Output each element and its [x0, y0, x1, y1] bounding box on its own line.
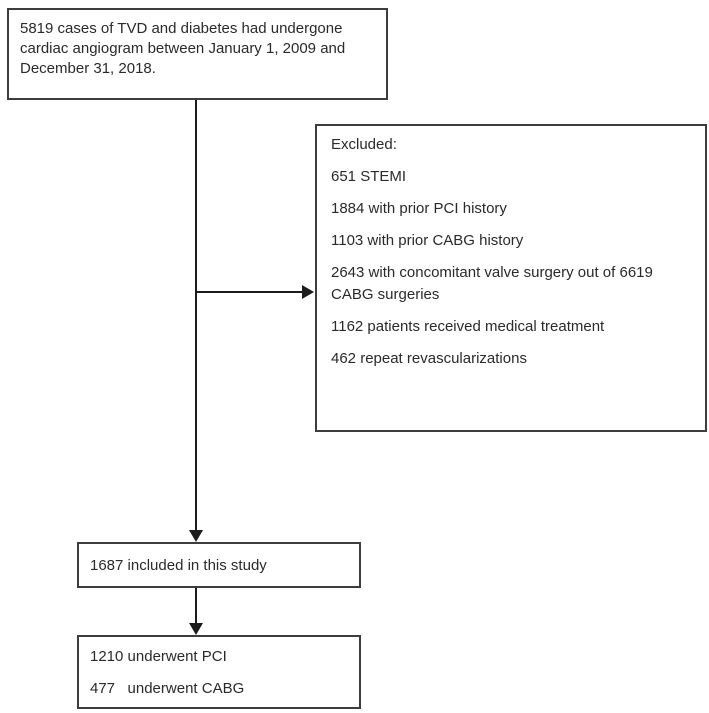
excluded-item-stemi: 651 STEMI — [331, 168, 407, 185]
arrowhead-down-included-icon — [189, 530, 203, 542]
excluded-item-prior-pci: 1884 with prior PCI history — [331, 200, 507, 217]
included-box: 1687 included in this study — [77, 542, 361, 588]
study-population-box: 5819 cases of TVD and diabetes had under… — [7, 8, 388, 100]
excluded-box: Excluded: 651 STEMI 1884 with prior PCI … — [315, 124, 707, 432]
study-population-text: 5819 cases of TVD and diabetes had under… — [20, 20, 346, 77]
connector-vertical-lower — [195, 588, 197, 624]
excluded-item-medical-treatment: 1162 patients received medical treatment — [331, 318, 605, 335]
excluded-item-prior-cabg: 1103 with prior CABG history — [331, 232, 524, 249]
arrowhead-down-outcome-icon — [189, 623, 203, 635]
excluded-title: Excluded: — [331, 136, 397, 153]
outcome-pci-text: 1210 underwent PCI — [90, 648, 227, 665]
arrowhead-right-icon — [302, 285, 314, 299]
excluded-item-valve-surgery: 2643 with concomitant valve surgery out … — [331, 264, 653, 303]
outcome-cabg-text: 477 underwent CABG — [90, 680, 245, 697]
connector-vertical-main — [195, 100, 197, 531]
connector-branch-excluded — [196, 291, 303, 293]
excluded-item-repeat-revascularizations: 462 repeat revascularizations — [331, 350, 527, 367]
outcome-box: 1210 underwent PCI 477 underwent CABG — [77, 635, 361, 709]
included-text: 1687 included in this study — [90, 557, 267, 574]
